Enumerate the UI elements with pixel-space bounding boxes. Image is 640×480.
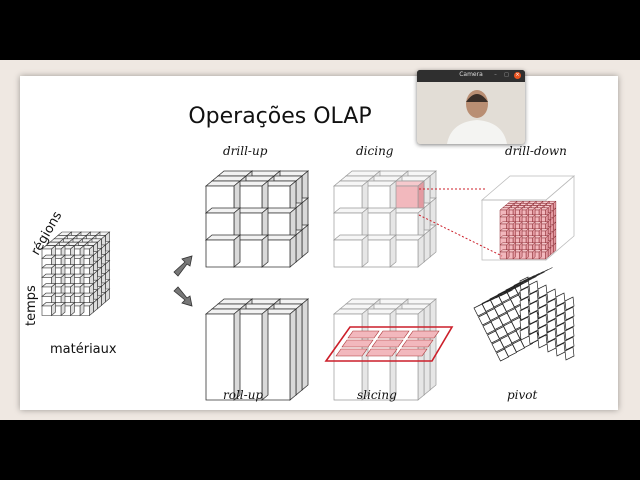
label-roll-up: roll-up <box>223 388 263 402</box>
arrow-up-right-icon <box>174 256 192 276</box>
cube-side <box>290 309 296 400</box>
cube-side <box>262 235 268 267</box>
cube-side <box>296 304 302 395</box>
label-slicing: slicing <box>357 388 397 402</box>
arrow-down-right-icon <box>174 287 192 306</box>
roll-up-figure <box>206 299 308 400</box>
close-icon[interactable]: × <box>514 72 521 79</box>
maximize-icon[interactable]: □ <box>503 72 510 79</box>
axis-label-materials: matériaux <box>50 342 117 357</box>
label-dicing: dicing <box>356 144 394 158</box>
cube-side <box>430 299 436 390</box>
label-drill-down: drill-down <box>505 144 567 158</box>
cube-front <box>206 240 234 267</box>
cube-side <box>290 235 296 267</box>
arrow-icons <box>174 256 192 306</box>
slice-cell <box>348 331 379 338</box>
cube-side <box>424 230 430 262</box>
cube-side <box>430 225 436 257</box>
slice-cell <box>366 349 397 356</box>
slice-cell <box>402 340 433 347</box>
slice-cell <box>336 349 367 356</box>
presentation-slide: Operações OLAP régions temps matériaux d… <box>20 76 618 410</box>
cube-side <box>296 230 302 262</box>
pivot-cell-top <box>533 272 545 278</box>
cube-side <box>302 225 308 257</box>
camera-feed <box>417 82 525 144</box>
slice-cell <box>372 340 403 347</box>
desktop-background: Operações OLAP régions temps matériaux d… <box>0 60 640 420</box>
label-pivot: pivot <box>507 388 538 402</box>
dicing-figure <box>334 171 436 267</box>
letterbox-top <box>0 0 640 60</box>
drill-up-figure <box>206 171 308 267</box>
cube-front <box>500 252 507 259</box>
slice-cell <box>408 331 439 338</box>
camera-titlebar[interactable]: Camera – □ × <box>417 70 525 82</box>
cube-side <box>390 235 396 267</box>
cube-side <box>234 235 240 267</box>
letterbox-bottom <box>0 420 640 480</box>
olap-illustration: régions temps matériaux drill-up dicing … <box>20 76 618 410</box>
label-drill-up: drill-up <box>223 144 268 158</box>
axis-label-time: temps <box>24 285 39 326</box>
cube-front <box>334 240 362 267</box>
source-cube <box>42 232 110 316</box>
cube-side <box>262 309 268 400</box>
minimize-icon[interactable]: – <box>492 72 499 79</box>
cube-front <box>42 306 52 316</box>
cube-side <box>418 235 424 267</box>
slicing-figure <box>326 299 452 400</box>
pivot-cell-top <box>541 268 553 274</box>
pivot-figure <box>474 268 574 362</box>
drill-down-figure <box>419 176 574 260</box>
slice-cell <box>378 331 409 338</box>
camera-window[interactable]: Camera – □ × <box>417 70 525 144</box>
cube-side <box>302 299 308 390</box>
slice-cell <box>342 340 373 347</box>
cube-side <box>362 235 368 267</box>
presenter-video <box>417 82 525 144</box>
cube-side <box>234 309 240 400</box>
slice-cell <box>396 349 427 356</box>
